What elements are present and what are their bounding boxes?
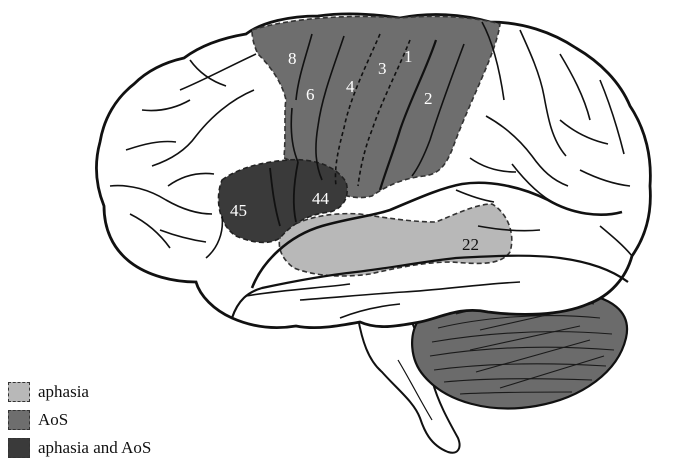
area-label-8: 8 xyxy=(288,49,297,68)
legend-swatch-aphasia xyxy=(8,382,30,402)
legend-swatch-aphasia-and-aos xyxy=(8,438,30,458)
legend-item-aphasia-and-aos: aphasia and AoS xyxy=(8,434,151,462)
legend-label-aphasia-and-aos: aphasia and AoS xyxy=(38,438,151,458)
area-label-4: 4 xyxy=(346,77,355,96)
legend-swatch-aos xyxy=(8,410,30,430)
area-label-3: 3 xyxy=(378,59,387,78)
area-label-6: 6 xyxy=(306,85,315,104)
area-label-2: 2 xyxy=(424,89,433,108)
legend-item-aphasia: aphasia xyxy=(8,378,151,406)
area-label-1: 1 xyxy=(404,47,413,66)
area-label-22: 22 xyxy=(462,235,479,254)
area-label-45: 45 xyxy=(230,201,247,220)
legend-item-aos: AoS xyxy=(8,406,151,434)
area-label-44: 44 xyxy=(312,189,330,208)
legend: aphasia AoS aphasia and AoS xyxy=(8,378,151,462)
legend-label-aphasia: aphasia xyxy=(38,382,89,402)
legend-label-aos: AoS xyxy=(38,410,68,430)
